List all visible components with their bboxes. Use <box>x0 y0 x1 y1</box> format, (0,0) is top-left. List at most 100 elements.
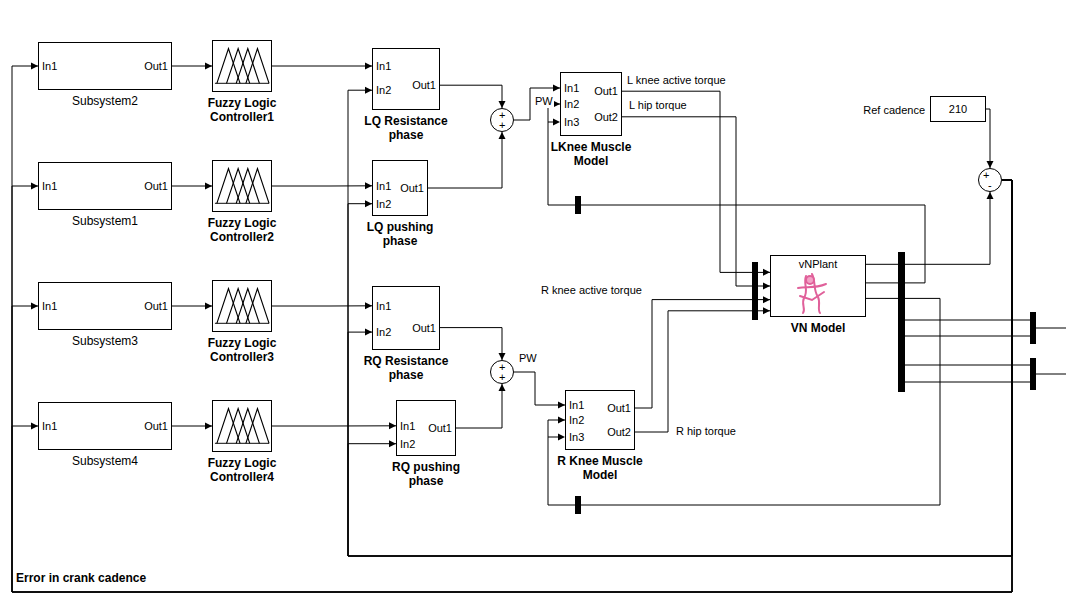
port-label: In1 <box>569 398 584 412</box>
arrow-head <box>553 119 560 126</box>
port-label: Out1 <box>594 84 618 98</box>
arrow-head <box>763 283 770 290</box>
signal-line <box>12 180 1012 592</box>
signal-line <box>514 372 565 405</box>
port-label: In3 <box>564 115 579 129</box>
subsystem-block: In1Out1Subsystem1 <box>38 162 172 210</box>
signal-line <box>440 328 502 360</box>
block-name: VN Model <box>768 321 868 335</box>
signal-connector <box>172 303 212 310</box>
port-label: In2 <box>376 325 391 339</box>
port-label: Out2 <box>594 110 618 124</box>
arrow-head <box>763 296 770 303</box>
port-label: Out1 <box>144 419 168 433</box>
port-label: In1 <box>376 179 391 193</box>
port-label: In1 <box>376 299 391 313</box>
signal-connector <box>635 307 770 432</box>
arrow-head <box>763 307 770 314</box>
block-name: LKnee Muscle Model <box>546 140 636 168</box>
arrow-head <box>558 417 565 424</box>
signal-connector <box>866 192 994 264</box>
port-label: In2 <box>569 413 584 427</box>
axis-line <box>215 203 269 204</box>
signal-wire <box>548 122 558 437</box>
arrow-head <box>987 161 994 168</box>
signal-connector <box>440 85 506 108</box>
signal-line <box>428 132 502 188</box>
port-label: Out2 <box>607 425 631 439</box>
signal-line <box>12 66 1012 592</box>
arrow-head <box>553 101 560 108</box>
port-label: In1 <box>42 59 57 73</box>
muscle-model-block: In1In2In3Out1Out2LKnee Muscle Model <box>560 72 622 136</box>
signal-line <box>348 90 1012 556</box>
signal-line <box>635 311 770 432</box>
arrow-head <box>553 85 560 92</box>
port-label: In1 <box>42 419 57 433</box>
signal-line <box>514 88 560 120</box>
port-label: In1 <box>42 299 57 313</box>
arrow-head <box>558 402 565 409</box>
signal-connector <box>12 180 1012 592</box>
signal-connector <box>272 422 396 429</box>
port-label: In1 <box>400 419 415 433</box>
signal-line <box>272 305 372 306</box>
block-name: Fuzzy Logic Controller4 <box>192 456 292 484</box>
signal-connector <box>548 298 940 505</box>
sum-block: ++ <box>490 360 514 384</box>
signal-line <box>348 180 1012 556</box>
demux-bar <box>898 252 905 392</box>
sign-label: + <box>499 118 505 132</box>
port-label: In2 <box>376 197 391 211</box>
constant-value: 210 <box>931 102 985 116</box>
signal-line <box>12 180 1012 592</box>
arrow-head <box>389 422 396 429</box>
signal-connector <box>440 328 506 360</box>
signal-label: PW <box>518 352 538 365</box>
signal-label: R knee active torque <box>540 284 643 297</box>
fuzzy-controller-block: Fuzzy Logic Controller2 <box>212 160 272 212</box>
signal-line <box>622 117 770 286</box>
block-name: Subsystem2 <box>45 94 165 108</box>
signal-connector <box>272 62 372 69</box>
arrow-head <box>987 192 994 199</box>
axis-line <box>215 323 269 324</box>
port-label: Out1 <box>412 78 436 92</box>
signal-connector <box>456 384 506 428</box>
arrow-head <box>31 183 38 190</box>
subsystem-block: In1Out1Subsystem3 <box>38 282 172 330</box>
vn-figure <box>798 274 826 313</box>
arrow-head <box>31 423 38 430</box>
block-name: RQ Resistance phase <box>361 354 451 382</box>
port-label: Out1 <box>144 59 168 73</box>
signal-connector <box>12 180 1012 592</box>
signal-line <box>635 300 770 408</box>
arrow-head <box>365 302 372 309</box>
arrow-head <box>499 353 506 360</box>
block-name: RQ pushing phase <box>386 460 466 488</box>
arrow-head <box>763 269 770 276</box>
muscle-model-block: In1In2In3Out1Out2R Knee Muscle Model <box>565 390 635 450</box>
membership-function <box>246 289 269 324</box>
phase-block: In1In2Out1LQ Resistance phase <box>372 48 440 110</box>
signal-line <box>986 109 990 168</box>
signal-line <box>866 192 990 264</box>
block-name: Fuzzy Logic Controller3 <box>192 336 292 364</box>
signal-connector <box>348 180 1012 556</box>
sign-label: + <box>499 370 505 384</box>
signal-label: L hip torque <box>628 99 688 112</box>
arrow-head <box>389 440 396 447</box>
sum-block: +- <box>978 168 1002 192</box>
plant-block: vNPlantVN Model <box>770 255 866 317</box>
signal-line <box>348 180 1012 556</box>
arrow-head <box>365 62 372 69</box>
axis-line <box>215 443 269 444</box>
signal-label: R hip torque <box>675 425 737 438</box>
membership-function <box>246 409 269 444</box>
arrow-head <box>365 182 372 189</box>
port-label: In3 <box>569 430 584 444</box>
signal-line <box>456 384 502 428</box>
subsystem-block: In1Out1Subsystem2 <box>38 42 172 90</box>
sign-label: - <box>988 178 992 192</box>
membership-function <box>246 49 269 84</box>
